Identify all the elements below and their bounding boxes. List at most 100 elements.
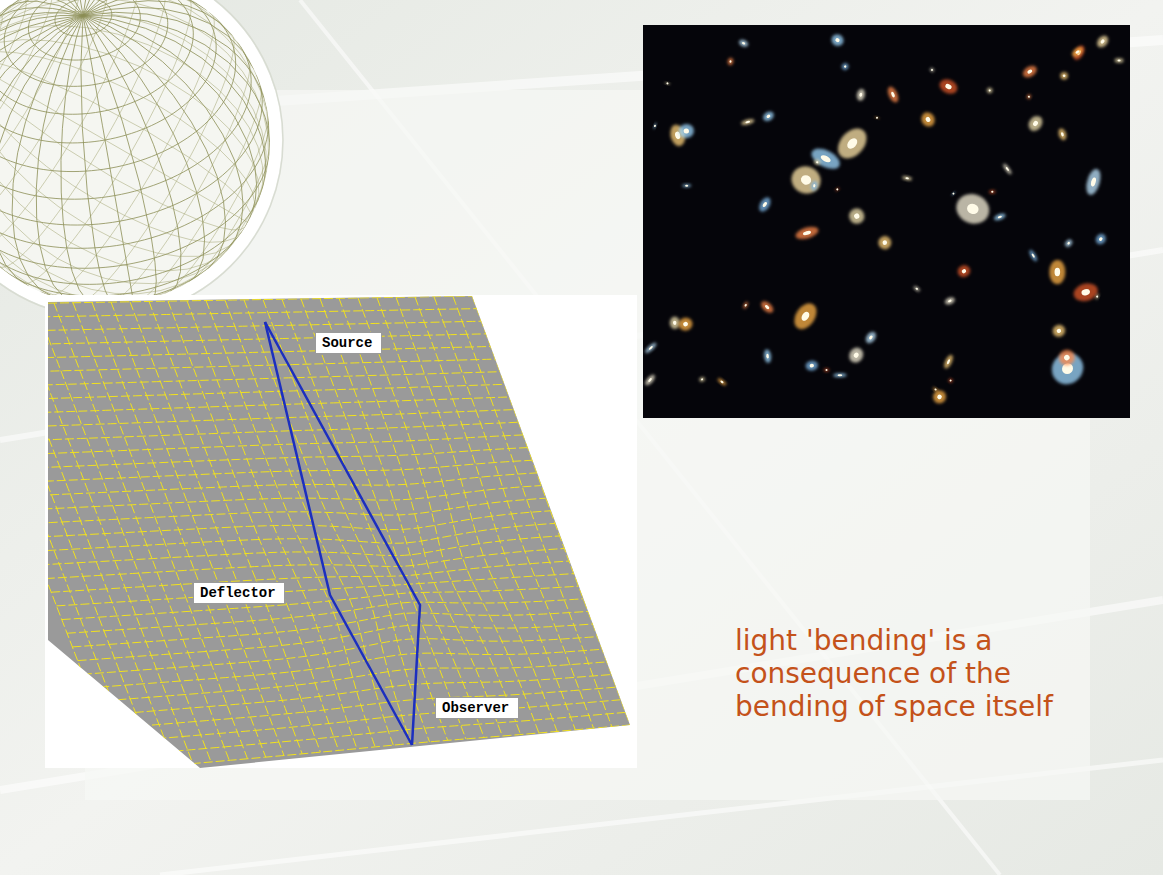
galaxy (761, 110, 775, 123)
diagram-panel (45, 295, 637, 768)
galaxy (644, 341, 658, 354)
galaxy (790, 299, 821, 333)
sphere-rim (0, 0, 276, 311)
grid-line (111, 302, 284, 755)
space-grid (0, 296, 630, 770)
galaxy (1045, 347, 1089, 391)
galaxy (1002, 163, 1013, 176)
grid-line (0, 397, 509, 414)
galaxy (1051, 323, 1068, 339)
grid-line (56, 574, 573, 606)
grid-line (41, 536, 560, 565)
grid-line (0, 305, 138, 769)
galaxy (788, 162, 825, 197)
grid-line (0, 321, 481, 332)
grid-line (0, 372, 500, 387)
galaxy (1026, 94, 1032, 100)
grid-line (120, 725, 630, 770)
grid-line (9, 460, 532, 483)
galaxy (727, 57, 734, 65)
galaxy (1072, 281, 1100, 304)
grid-line (282, 299, 448, 740)
galaxy (1095, 293, 1100, 300)
grid-line (0, 305, 120, 770)
point-label: Deflector (193, 582, 285, 604)
grid-line (0, 296, 472, 305)
light-ray (265, 322, 412, 745)
galaxy (678, 123, 695, 139)
grid-line (109, 700, 620, 743)
grid-line (453, 296, 612, 726)
grid-line (35, 303, 211, 762)
grid-line (0, 410, 514, 428)
galaxy (1070, 45, 1084, 58)
grid-line (0, 304, 156, 766)
galaxy (699, 376, 706, 382)
galaxy (1084, 167, 1103, 196)
point-label: Observer (435, 697, 519, 719)
galaxy (919, 110, 938, 129)
grid-line (73, 303, 248, 759)
galaxy (944, 296, 956, 306)
galaxy (937, 77, 959, 97)
sphere-rim (0, 0, 283, 318)
grid-line (99, 675, 612, 716)
photo-ground (643, 25, 1130, 418)
galaxy (1060, 72, 1068, 79)
galaxy (763, 349, 772, 364)
galaxy (948, 378, 954, 384)
galaxy (677, 316, 694, 332)
galaxy (1056, 347, 1078, 369)
slide-note: light 'bending' is a consequence of the … (735, 624, 1105, 723)
grid-line (244, 300, 411, 744)
galaxy (1021, 63, 1039, 79)
galaxy (717, 377, 727, 386)
grid-line (72, 611, 588, 647)
galaxy (864, 330, 878, 345)
grid-line (0, 309, 477, 319)
galaxy (952, 189, 994, 228)
galaxy (829, 32, 845, 48)
galaxy (653, 122, 657, 129)
galaxy (794, 224, 820, 241)
galaxy (942, 353, 955, 369)
galaxy (1094, 232, 1108, 246)
grid-line (51, 561, 569, 592)
deep-field-photo (643, 25, 1130, 418)
grid-line (83, 637, 597, 675)
galaxy (670, 317, 680, 329)
galaxy (930, 388, 948, 406)
galaxy (643, 373, 656, 387)
galaxy (810, 180, 818, 191)
galaxy (1064, 238, 1074, 248)
light-ray (265, 322, 420, 745)
galaxy (665, 82, 670, 85)
label-text: Observer (442, 699, 512, 717)
galaxy (805, 360, 819, 372)
galaxy (1115, 58, 1124, 63)
label-text: Deflector (200, 584, 278, 602)
grid-line (88, 649, 602, 688)
galaxy (902, 175, 913, 181)
grid-line (46, 549, 564, 579)
label-text: Source (322, 334, 375, 352)
grid-line (0, 435, 523, 456)
galaxy (813, 159, 821, 166)
galaxy (1026, 113, 1046, 133)
grid-line (94, 662, 607, 702)
grid-line (0, 334, 486, 346)
grid-line (187, 301, 357, 749)
space-sheet (48, 296, 630, 768)
galaxy (759, 299, 775, 315)
galaxy (989, 190, 996, 194)
galaxy (682, 184, 691, 187)
grid-line (67, 599, 583, 633)
galaxy (874, 116, 879, 119)
grid-line (78, 624, 593, 661)
galaxy (757, 195, 773, 214)
galaxy (1028, 249, 1039, 263)
grid-line (0, 346, 491, 359)
grid-line (0, 384, 505, 400)
grid-line (472, 296, 630, 725)
grid-line (0, 359, 495, 373)
